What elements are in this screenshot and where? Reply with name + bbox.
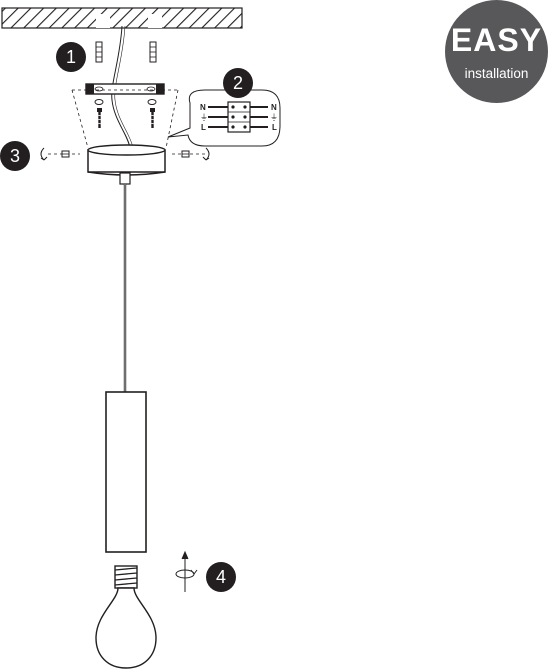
- wire-label-left-l: L: [201, 123, 206, 132]
- wire-label-right-earth: ⏚: [270, 113, 278, 122]
- ceiling-wire: [111, 25, 131, 149]
- badge-title: EASY: [450, 22, 543, 58]
- terminal-block: [227, 101, 251, 133]
- wiring-detail-bubble: N ⏚ L N ⏚ L: [167, 89, 281, 147]
- mounting-bracket: [85, 83, 165, 95]
- lamp-shade-cylinder: [105, 391, 147, 553]
- wire-label-right-n: N: [271, 103, 277, 112]
- wall-plug-left: [95, 41, 103, 63]
- guide-lines: [48, 89, 205, 155]
- ceiling-wire-2: [114, 25, 134, 149]
- screw-left: [96, 108, 103, 128]
- wire-label-right-l: L: [272, 123, 277, 132]
- rotate-arrow-bulb-icon: [175, 550, 198, 592]
- step-1-badge: 1: [56, 42, 86, 72]
- screw-right: [149, 108, 156, 128]
- wall-plug-right: [149, 41, 157, 63]
- wire-label-left-earth: ⏚: [200, 113, 208, 122]
- rotate-arrow-left-icon: [40, 147, 48, 161]
- rotate-arrow-right-icon: [202, 147, 210, 161]
- step-3-badge: 3: [0, 141, 30, 171]
- ceiling-canopy: [87, 144, 166, 176]
- step-4-badge: 4: [206, 562, 236, 592]
- light-bulb: [95, 565, 157, 669]
- wire-label-left-n: N: [200, 103, 206, 112]
- step-2-badge: 2: [223, 68, 253, 98]
- washer-left: [94, 99, 104, 105]
- side-screw-right: [181, 150, 190, 158]
- washer-right: [147, 99, 157, 105]
- easy-installation-badge: EASY installation: [445, 0, 548, 103]
- cable-connector: [119, 172, 131, 185]
- side-screw-left: [61, 150, 70, 158]
- ceiling: [1, 7, 243, 29]
- badge-subtitle: installation: [464, 66, 529, 81]
